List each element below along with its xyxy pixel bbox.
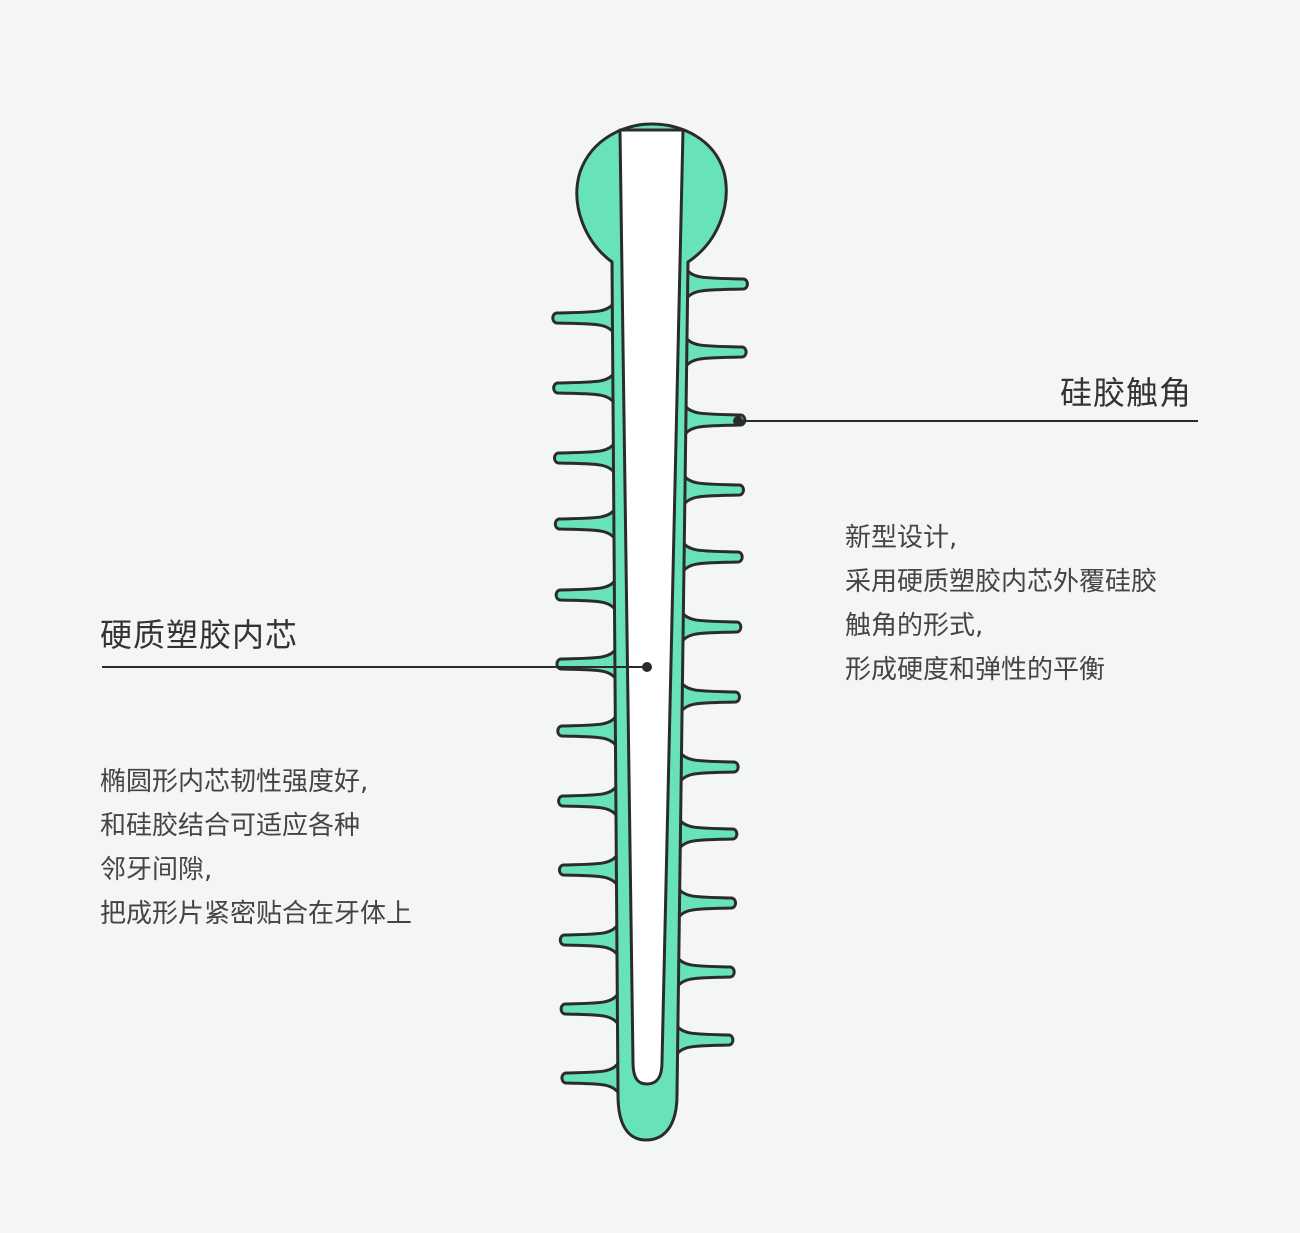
silicone-fin-left bbox=[556, 713, 619, 749]
tentacle-label: 硅胶触角 bbox=[1060, 374, 1193, 412]
design-description: 新型设计, 采用硬质塑胶内芯外覆硅胶 触角的形式, 形成硬度和弹性的平衡 bbox=[845, 516, 1157, 692]
silicone-fin-left bbox=[558, 922, 620, 958]
silicone-fin-left bbox=[560, 1060, 621, 1096]
silicone-fin-right bbox=[676, 816, 739, 852]
hard-plastic-core bbox=[618, 128, 685, 1086]
design-description-line: 形成硬度和弹性的平衡 bbox=[845, 655, 1106, 685]
silicone-fin-right bbox=[678, 679, 741, 715]
silicone-fin-left bbox=[557, 852, 620, 888]
silicone-fin-left bbox=[554, 577, 618, 613]
silicone-fin-right bbox=[681, 472, 745, 508]
silicone-fin-left bbox=[555, 646, 618, 682]
silicone-fin-right bbox=[675, 954, 736, 990]
design-description-line: 新型设计, bbox=[845, 523, 958, 553]
silicone-fin-right bbox=[674, 1022, 735, 1058]
silicone-fin-left bbox=[551, 300, 616, 336]
silicone-fin-right bbox=[679, 609, 743, 645]
core-description-line: 把成形片紧密贴合在牙体上 bbox=[100, 899, 413, 929]
core-label: 硬质塑胶内芯 bbox=[100, 616, 299, 654]
silicone-fin-left bbox=[557, 783, 619, 819]
silicone-fin-right bbox=[684, 266, 749, 302]
core-description-line: 和硅胶结合可适应各种 bbox=[100, 811, 361, 841]
design-description-line: 采用硬质塑胶内芯外覆硅胶 bbox=[845, 567, 1158, 597]
silicone-fin-right bbox=[683, 334, 748, 370]
silicone-fins-left bbox=[551, 300, 621, 1096]
silicone-fin-left bbox=[552, 370, 617, 406]
silicone-fin-left bbox=[553, 506, 618, 542]
design-description-line: 触角的形式, bbox=[845, 611, 984, 641]
silicone-fin-right bbox=[676, 885, 738, 921]
silicone-fin-left bbox=[559, 991, 620, 1027]
tentacle-leader-dot bbox=[733, 416, 743, 426]
silicone-fins-right bbox=[674, 266, 749, 1058]
silicone-fin-right bbox=[680, 539, 744, 575]
silicone-fin-right bbox=[677, 749, 740, 785]
core-description: 椭圆形内芯韧性强度好, 和硅胶结合可适应各种 邻牙间隙, 把成形片紧密贴合在牙体… bbox=[100, 760, 412, 936]
core-description-line: 椭圆形内芯韧性强度好, bbox=[100, 767, 369, 797]
silicone-fin-left bbox=[553, 440, 617, 476]
core-leader-dot bbox=[642, 662, 652, 672]
core-description-line: 邻牙间隙, bbox=[100, 855, 213, 885]
